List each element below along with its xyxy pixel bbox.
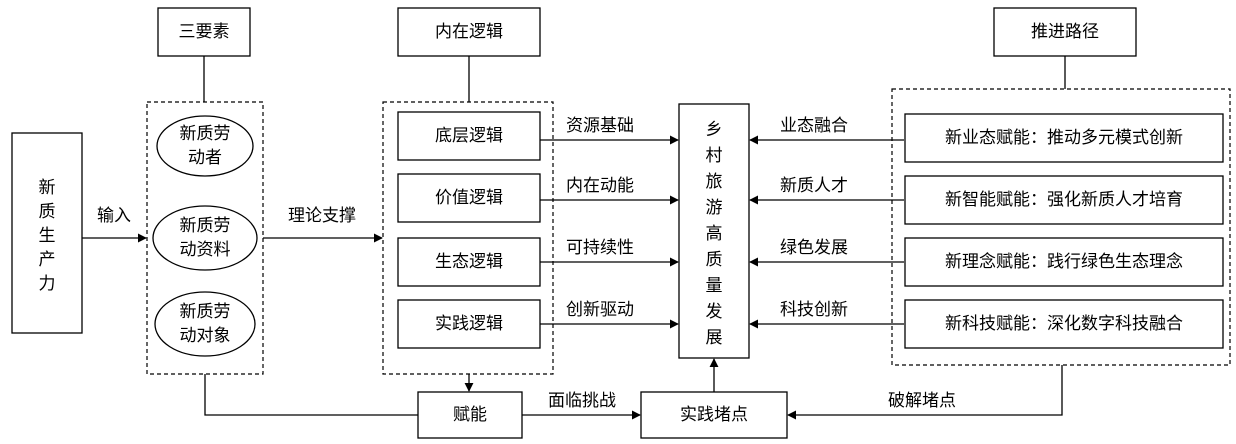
element-laborer-line1: 新质劳 (180, 124, 231, 144)
practice-block-box: 实践堵点 (640, 391, 788, 439)
path-concept-edge-label: 绿色发展 (780, 238, 848, 258)
element-laborer: 新质劳 动者 (156, 115, 254, 177)
element-object-of-labor: 新质劳 动对象 (154, 291, 256, 357)
logic-value-label: 价值逻辑 (435, 188, 503, 208)
elements-to-empower-line (204, 374, 418, 416)
productivity-char: 力 (39, 274, 56, 294)
center-char: 游 (706, 198, 723, 218)
empower-label: 赋能 (453, 405, 487, 425)
center-char: 旅 (706, 172, 723, 192)
center-char: 村 (706, 146, 723, 166)
paths-group (891, 88, 1231, 366)
productivity-char: 新 (39, 178, 56, 198)
logic-ecology-edge-label: 可持续性 (566, 238, 634, 258)
header-inner-logic: 内在逻辑 (397, 7, 541, 57)
center-char: 量 (706, 276, 723, 296)
productivity-char: 产 (39, 250, 56, 270)
crack-arrow (787, 365, 1063, 420)
header-three-elements: 三要素 (157, 7, 251, 57)
element-object-line2: 动对象 (180, 326, 231, 346)
crack-label: 破解堵点 (888, 391, 956, 411)
path-intelligence-edge-label: 新质人才 (780, 176, 848, 196)
productivity-char: 质 (39, 202, 56, 222)
header-paths: 推进路径 (993, 7, 1137, 57)
practice-block-label: 实践堵点 (680, 405, 748, 425)
productivity-box: 新 质 生 产 力 (11, 132, 83, 334)
path-business: 新业态赋能：推动多元模式创新 (904, 113, 1224, 163)
element-laborer-line2: 动者 (188, 148, 222, 168)
element-object-line1: 新质劳 (180, 302, 231, 322)
center-box: 乡 村 旅 游 高 质 量 发 展 (678, 103, 750, 359)
path-intelligence-label: 新智能赋能：强化新质人才培育 (945, 190, 1183, 210)
center-char: 乡 (706, 120, 723, 140)
logic-foundation-label: 底层逻辑 (435, 126, 503, 146)
theory-support-label: 理论支撑 (288, 206, 356, 226)
logic-foundation-edge-label: 资源基础 (566, 116, 634, 136)
logic-practice: 实践逻辑 (397, 299, 541, 349)
path-concept-label: 新理念赋能：践行绿色生态理念 (945, 251, 1183, 272)
productivity-char: 生 (39, 226, 56, 246)
element-means-line1: 新质劳 (180, 216, 231, 236)
logic-ecology: 生态逻辑 (397, 237, 541, 287)
path-business-edge-label: 业态融合 (780, 116, 848, 136)
path-business-label: 新业态赋能：推动多元模式创新 (945, 128, 1183, 148)
path-technology-label: 新科技赋能：深化数字科技融合 (945, 314, 1183, 334)
header-paths-label: 推进路径 (1031, 22, 1099, 42)
logic-practice-edge-label: 创新驱动 (566, 300, 634, 320)
empower-box: 赋能 (417, 391, 523, 439)
logic-value-edge-label: 内在动能 (566, 176, 634, 196)
center-char: 高 (706, 224, 723, 244)
element-means-line2: 动资料 (180, 240, 231, 260)
input-label: 输入 (97, 206, 131, 226)
center-char: 发 (706, 302, 723, 322)
challenge-label: 面临挑战 (548, 391, 616, 411)
header-three-elements-label: 三要素 (179, 22, 230, 42)
element-means-of-labor: 新质劳 动资料 (152, 205, 258, 271)
center-char: 质 (706, 250, 723, 270)
center-char: 展 (706, 328, 723, 348)
logic-foundation: 底层逻辑 (397, 111, 541, 161)
path-intelligence: 新智能赋能：强化新质人才培育 (904, 175, 1224, 225)
logic-ecology-label: 生态逻辑 (435, 252, 503, 272)
logic-value: 价值逻辑 (397, 173, 541, 223)
logic-practice-label: 实践逻辑 (435, 314, 503, 334)
header-inner-logic-label: 内在逻辑 (435, 22, 503, 42)
inner-logic-group (382, 101, 554, 375)
path-concept: 新理念赋能：践行绿色生态理念 (904, 237, 1224, 287)
path-technology: 新科技赋能：深化数字科技融合 (904, 299, 1224, 349)
path-technology-edge-label: 科技创新 (780, 300, 848, 320)
